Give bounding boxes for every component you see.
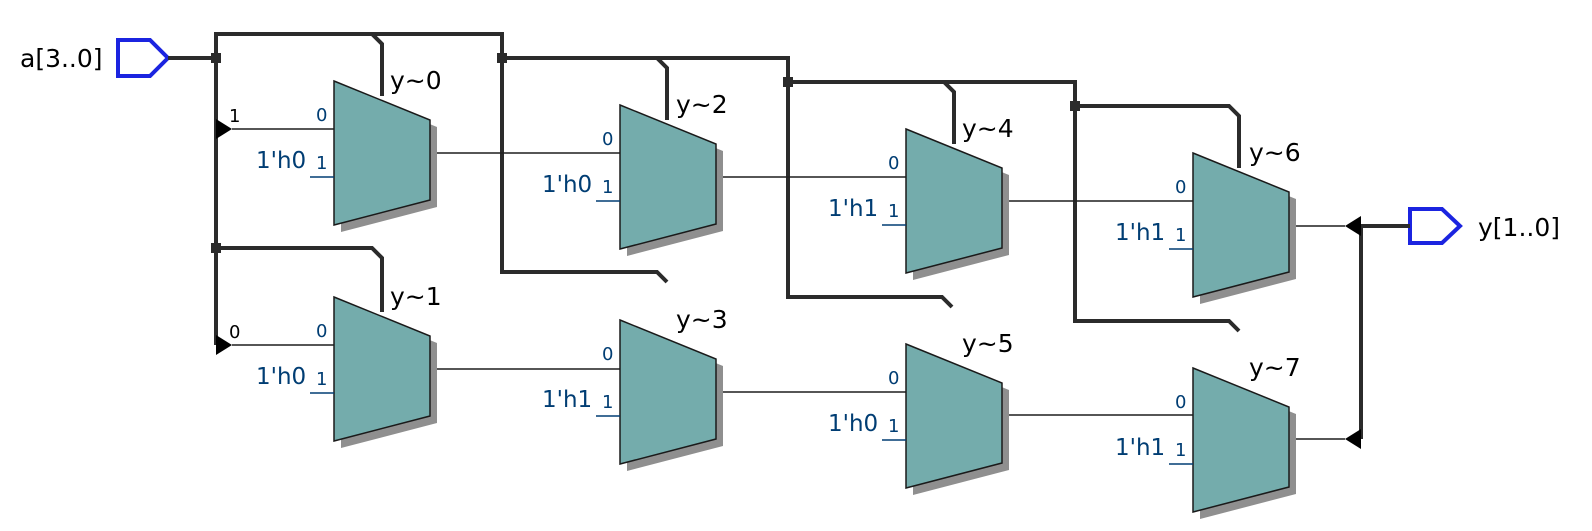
- junction-dot: [783, 77, 793, 87]
- mux-y2[interactable]: y~2 0 1 1'h0: [542, 90, 728, 256]
- mux-y0[interactable]: y~0 0 1 1'h0: [256, 66, 442, 232]
- mux-icon: [619, 318, 717, 465]
- mux-icon: [333, 295, 431, 442]
- pin-1-label: 1: [888, 201, 899, 222]
- tap-arrow-icon: [216, 119, 232, 139]
- output-port-label: y[1..0]: [1478, 213, 1560, 242]
- mux-name-label: y~6: [1249, 138, 1301, 167]
- mux-name-label: y~7: [1249, 353, 1301, 382]
- const-input-label: 1'h0: [256, 364, 306, 390]
- bus-network: [211, 32, 1410, 439]
- const-input-label: 1'h1: [542, 387, 592, 413]
- mux-icon: [333, 79, 431, 226]
- pin-1-label: 1: [316, 369, 327, 390]
- pin-1-label: 1: [602, 177, 613, 198]
- bus-line: [942, 80, 956, 144]
- pin-1-label: 1: [888, 416, 899, 437]
- output-port[interactable]: y[1..0]: [1408, 207, 1560, 245]
- bus-tap-upper: 1: [216, 106, 334, 139]
- bus-line: [502, 56, 954, 309]
- tap-bit-label: 0: [229, 322, 240, 343]
- mux-y4[interactable]: y~4 0 1 1'h1: [828, 114, 1014, 280]
- pin-0-label: 0: [602, 129, 613, 150]
- const-input-label: 1'h1: [828, 196, 878, 222]
- junction-dot: [497, 53, 507, 63]
- mux-chain-wires: [430, 152, 1193, 416]
- bus-line: [1075, 104, 1241, 168]
- mux-name-label: y~4: [962, 114, 1014, 143]
- pin-0-label: 0: [316, 105, 327, 126]
- const-input-label: 1'h1: [1115, 220, 1165, 246]
- mux-y7[interactable]: y~7 0 1 1'h1: [1115, 353, 1301, 519]
- pin-0-label: 0: [888, 153, 899, 174]
- pin-1-label: 1: [602, 392, 613, 413]
- mux-icon: [1192, 366, 1290, 513]
- junction-dot: [211, 243, 221, 253]
- merge-arrow-icon: [1345, 216, 1361, 236]
- bus-line: [370, 32, 384, 96]
- input-port-label: a[3..0]: [20, 44, 103, 73]
- bus-line: [216, 246, 384, 312]
- mux-name-label: y~0: [390, 66, 442, 95]
- pin-1-label: 1: [1175, 225, 1186, 246]
- mux-y1[interactable]: y~1 0 1 1'h0: [256, 282, 442, 448]
- mux-y6[interactable]: y~6 0 1 1'h1: [1115, 138, 1301, 304]
- input-port-icon: [116, 38, 171, 78]
- pin-1-label: 1: [316, 153, 327, 174]
- mux-y5[interactable]: y~5 0 1 1'h0: [828, 329, 1014, 495]
- mux-name-label: y~5: [962, 329, 1014, 358]
- bus-tap-lower: 0: [216, 322, 334, 355]
- pin-0-label: 0: [1175, 392, 1186, 413]
- mux-name-label: y~2: [676, 90, 728, 119]
- pin-0-label: 0: [602, 344, 613, 365]
- pin-0-label: 0: [888, 368, 899, 389]
- pin-1-label: 1: [1175, 440, 1186, 461]
- junction-dot: [211, 53, 221, 63]
- tap-arrow-icon: [216, 335, 232, 355]
- mux-name-label: y~1: [390, 282, 442, 311]
- mux-icon: [905, 127, 1003, 274]
- input-port[interactable]: a[3..0]: [20, 38, 171, 78]
- merge-arrow-icon: [1345, 429, 1361, 449]
- const-input-label: 1'h0: [542, 172, 592, 198]
- mux-icon: [619, 103, 717, 250]
- const-input-label: 1'h0: [256, 148, 306, 174]
- junction-dot: [1070, 101, 1080, 111]
- bus-line: [1359, 224, 1410, 439]
- const-input-label: 1'h1: [1115, 435, 1165, 461]
- const-input-label: 1'h0: [828, 411, 878, 437]
- pin-0-label: 0: [1175, 177, 1186, 198]
- mux-icon: [1192, 151, 1290, 298]
- output-port-icon: [1408, 207, 1463, 245]
- bus-line: [788, 80, 1241, 333]
- mux-icon: [905, 342, 1003, 489]
- bus-line: [655, 56, 669, 120]
- mux-y3[interactable]: y~3 0 1 1'h1: [542, 305, 728, 471]
- output-merge: [1290, 216, 1361, 449]
- pin-0-label: 0: [316, 321, 327, 342]
- tap-bit-label: 1: [229, 106, 240, 127]
- mux-name-label: y~3: [676, 305, 728, 334]
